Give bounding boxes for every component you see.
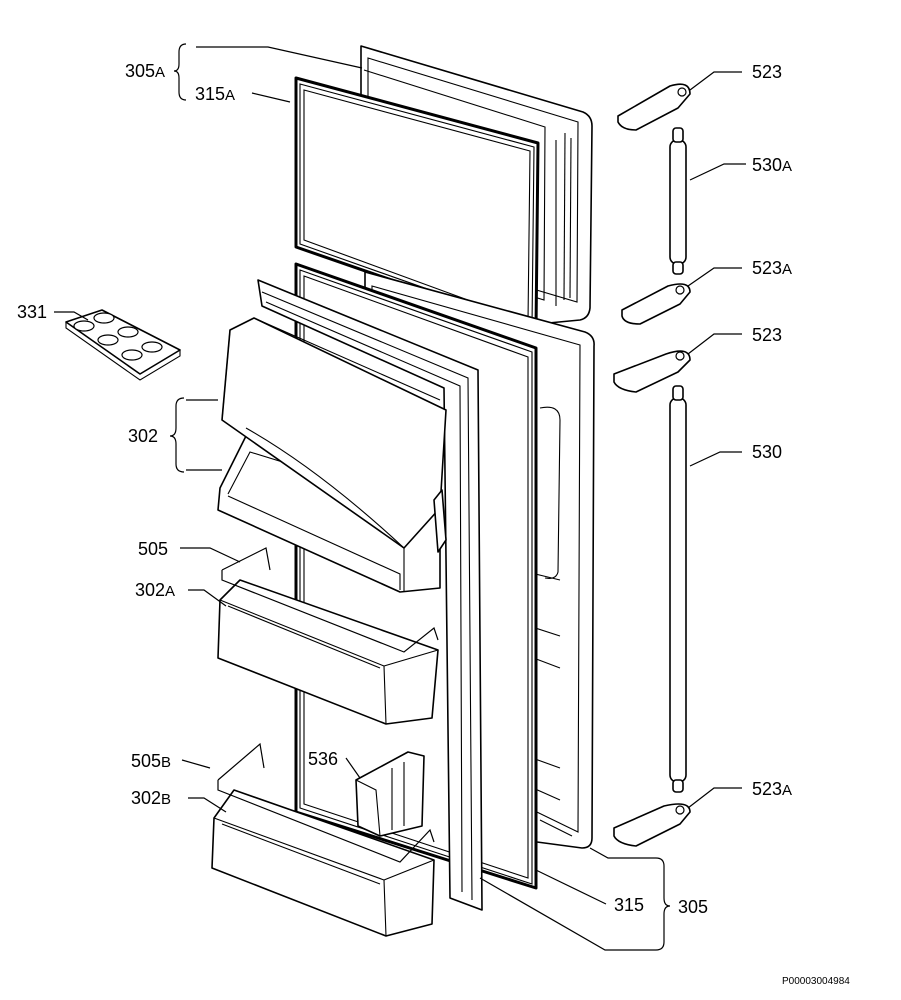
part-label-305A: 305A bbox=[125, 61, 165, 81]
hinge-bottom bbox=[613, 803, 691, 847]
dairy-compartment bbox=[217, 317, 447, 593]
bracket-302 bbox=[169, 397, 185, 473]
part-label-523A-upper: 523A bbox=[752, 258, 792, 278]
hinge-rod-long bbox=[669, 385, 687, 793]
door-shelf-b bbox=[211, 789, 435, 937]
bracket-305a bbox=[173, 43, 187, 101]
fridge-door-inner-liner bbox=[257, 279, 483, 911]
part-label-536: 536 bbox=[308, 749, 338, 769]
door-shelf-a bbox=[217, 579, 439, 725]
egg-tray bbox=[65, 309, 181, 381]
shelf-rail-b bbox=[217, 742, 435, 863]
part-label-530A: 530A bbox=[752, 155, 792, 175]
part-label-331: 331 bbox=[17, 302, 47, 322]
part-label-302: 302 bbox=[128, 426, 158, 446]
hinge-middle bbox=[613, 350, 691, 393]
hinge-middle-a bbox=[621, 283, 691, 325]
part-label-523-top: 523 bbox=[752, 62, 782, 82]
bracket-305 bbox=[655, 857, 671, 951]
hinge-top bbox=[617, 83, 691, 131]
bottle-holder bbox=[355, 751, 425, 837]
part-label-305: 305 bbox=[678, 897, 708, 917]
part-label-302A: 302A bbox=[135, 580, 175, 600]
part-label-505B: 505B bbox=[131, 751, 171, 771]
reference-code: P00003004984 bbox=[782, 976, 850, 987]
part-label-523-middle: 523 bbox=[752, 325, 782, 345]
part-label-315A: 315A bbox=[195, 84, 235, 104]
part-label-523A-lower: 523A bbox=[752, 779, 792, 799]
leader-lines bbox=[54, 46, 746, 951]
part-label-315: 315 bbox=[614, 895, 644, 915]
shelf-rail bbox=[221, 547, 439, 653]
part-label-530: 530 bbox=[752, 442, 782, 462]
part-label-302B: 302B bbox=[131, 788, 171, 808]
hinge-rod-short bbox=[669, 127, 687, 275]
part-label-505: 505 bbox=[138, 539, 168, 559]
